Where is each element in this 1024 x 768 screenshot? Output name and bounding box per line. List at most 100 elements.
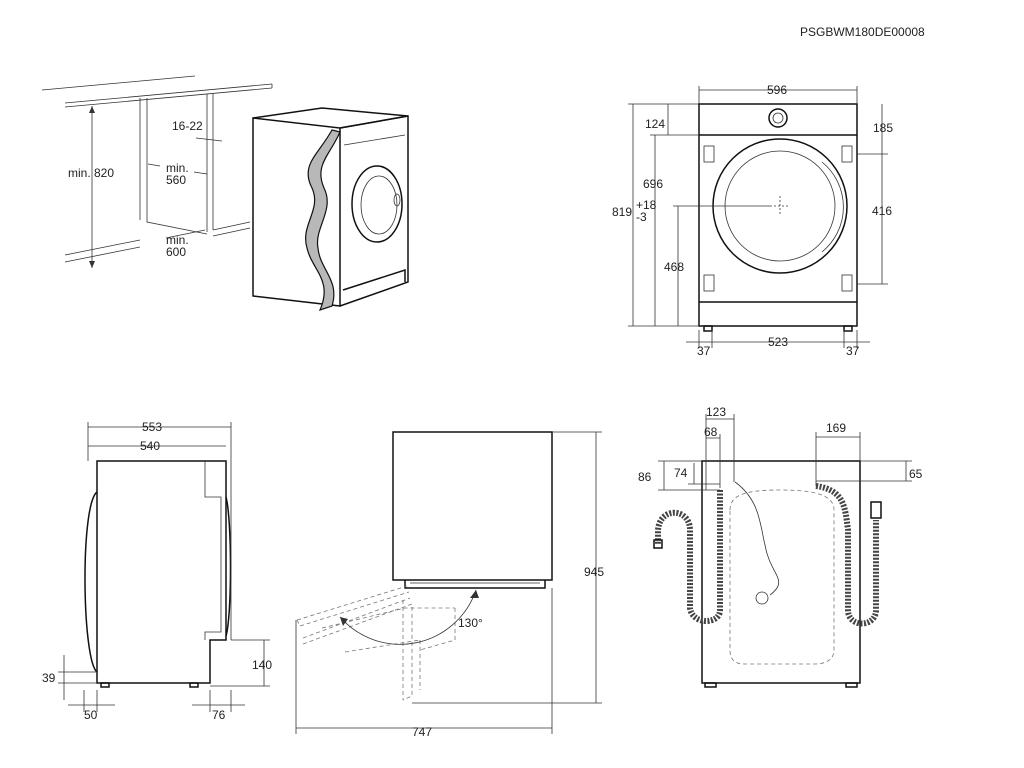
floor-lines: [64, 221, 251, 263]
width-label-1: min.: [166, 161, 189, 175]
program-knob: [768, 108, 788, 128]
dim-140-line: [210, 639, 270, 687]
bracket-upper-right: [841, 145, 853, 163]
foot-left: [703, 325, 713, 332]
dim-76-line: [192, 690, 245, 712]
open-door-outline-1: [296, 585, 410, 627]
open-door-outline-3: [321, 607, 455, 690]
door-height-label: 696: [643, 177, 663, 191]
clearance-dim: [295, 588, 553, 734]
dim-74-label: 74: [674, 466, 688, 480]
top-offset-label: 124: [645, 117, 665, 131]
machine-top: [252, 107, 409, 129]
side-body: [96, 460, 227, 684]
drain-hose: [655, 490, 723, 624]
total-depth-dim: [87, 422, 232, 640]
rear-foot-left: [704, 682, 717, 688]
inlet-hose-connector: [870, 501, 882, 519]
door-view-body: [392, 431, 553, 581]
foot-span-label: 523: [768, 335, 788, 349]
center-height-dim: [673, 205, 770, 326]
dim-169-label: 169: [826, 421, 846, 435]
dim-39-line: [58, 655, 97, 700]
door-view: 945 130° 747: [295, 431, 604, 739]
width-dim: [698, 86, 858, 104]
countertop-front-edge: [64, 83, 273, 108]
porthole-door: [351, 165, 403, 243]
dim-169-line: [815, 432, 861, 486]
feet-dim: [686, 330, 870, 348]
height-945-dim: [412, 431, 602, 704]
side-view: 553 540 39 140 50 76: [42, 420, 272, 722]
bracket-lower-right: [841, 274, 853, 292]
width-label-2: 560: [166, 173, 186, 187]
dim-86-line: [658, 460, 720, 491]
rear-view: 123 68 169 86 74 65: [638, 405, 923, 688]
height-tol-upper: +18: [636, 198, 657, 212]
dim-65-line: [816, 460, 912, 482]
dim-39-label: 39: [42, 671, 56, 685]
gap-label: 16-22: [172, 119, 203, 133]
dim-86-label: 86: [638, 470, 652, 484]
height-label: min. 820: [68, 166, 114, 180]
open-door-outline-4: [419, 608, 456, 651]
door-angle-arc: [339, 589, 477, 645]
foot-right-label: 37: [846, 344, 860, 358]
bracket-span-dim: [857, 154, 888, 285]
side-foot-front: [189, 682, 199, 688]
foot-left-label: 37: [697, 344, 711, 358]
door-view-base: [404, 580, 546, 589]
door-center-mark: [770, 196, 790, 216]
front-width-label: 596: [767, 83, 787, 97]
side-depth-body-label: 540: [140, 439, 160, 453]
insulation-layer: [305, 129, 341, 311]
top-right-label: 185: [873, 121, 893, 135]
dim-68-label: 68: [704, 425, 718, 439]
total-height-dim: [628, 103, 699, 327]
front-view: 596 124 185 819 +18 -3 696 468 416 37 52…: [612, 83, 893, 358]
open-door-outline-2: [302, 597, 413, 701]
door-angle-label: 130°: [458, 616, 483, 630]
hinge-upper-left: [703, 145, 715, 163]
machine-kickplate: [342, 268, 406, 291]
cabinet-left-side: [139, 98, 208, 235]
top-right-dim: [857, 104, 888, 155]
dim-76-label: 76: [212, 708, 226, 722]
side-foot-rear: [100, 682, 110, 688]
install-dim-leaders: [147, 137, 223, 239]
control-panel-line: [343, 134, 406, 146]
program-knob-center: [772, 112, 784, 124]
dim-65-label: 65: [909, 467, 923, 481]
door-height-dim: [650, 134, 699, 326]
dim-140-label: 140: [252, 658, 272, 672]
door-handle-arc: [821, 161, 844, 253]
bracket-span-label: 416: [872, 204, 892, 218]
drain-hose-end: [653, 539, 663, 549]
side-front-panel: [204, 461, 222, 640]
side-depth-total-label: 553: [142, 420, 162, 434]
rear-foot-right: [845, 682, 858, 688]
clearance-label: 747: [412, 725, 432, 739]
center-height-label: 468: [664, 260, 684, 274]
door-handle: [393, 193, 401, 207]
side-rear-bulge: [84, 491, 98, 673]
total-height-label: 819: [612, 205, 632, 219]
countertop-back-edge: [41, 75, 196, 91]
cabinet-right-side: [206, 94, 214, 232]
power-plug: [755, 591, 769, 605]
power-cable: [734, 481, 780, 596]
dim-68-line: [706, 434, 721, 488]
dim-74-line: [688, 463, 720, 485]
dim-50-line: [68, 690, 115, 712]
hinge-lower-left: [703, 274, 715, 292]
installation-view: min. 820 16-22 min. 560 min. 600: [41, 75, 409, 311]
depth-label-1: min.: [166, 233, 189, 247]
rear-body: [701, 460, 861, 684]
model-code: PSGBWM180DE00008: [800, 25, 925, 39]
inlet-hose: [815, 483, 879, 627]
side-door-bulge: [225, 496, 232, 637]
depth-label-2: 600: [166, 245, 186, 259]
machine-front: [339, 115, 409, 307]
dim-50-label: 50: [84, 708, 98, 722]
